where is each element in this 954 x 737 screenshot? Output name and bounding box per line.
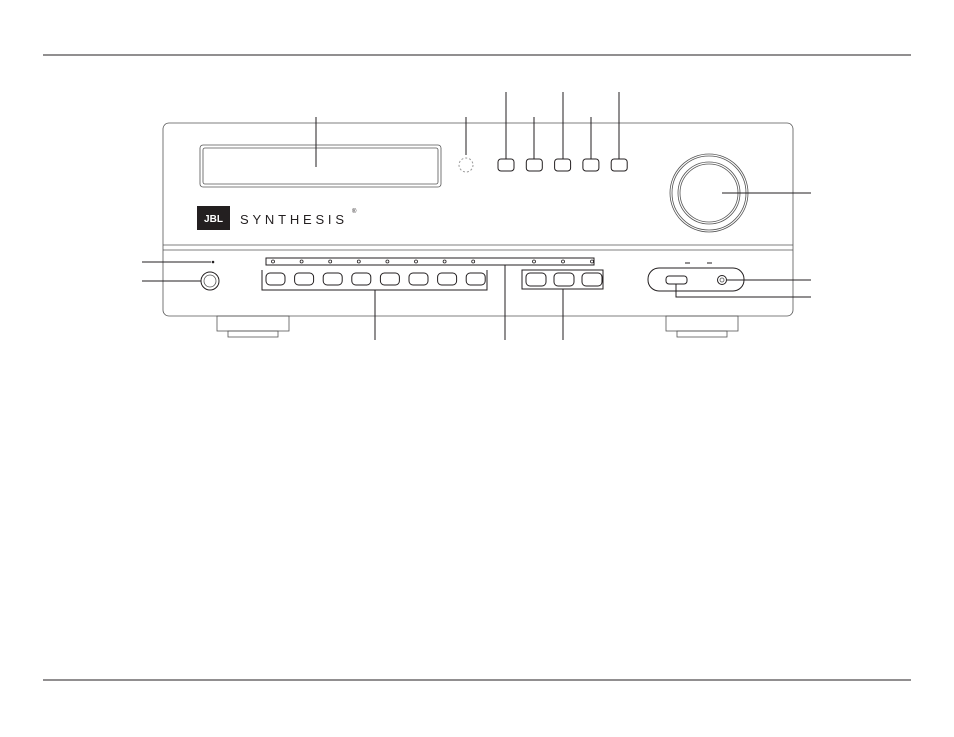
indicator-led (271, 259, 275, 264)
callout-lines (142, 92, 811, 340)
right-button[interactable] (525, 272, 547, 287)
indicator-bar (265, 257, 595, 266)
indicator-led (385, 259, 390, 264)
indicator-led (356, 259, 361, 264)
top-button[interactable] (525, 158, 543, 172)
indicator-led (328, 259, 333, 264)
top-button[interactable] (497, 158, 515, 172)
top-button[interactable] (554, 158, 572, 172)
source-button[interactable] (379, 272, 400, 286)
chassis (162, 122, 794, 317)
right-button[interactable] (581, 272, 603, 287)
source-button[interactable] (465, 272, 486, 286)
indicator-led (532, 259, 536, 264)
jbl-logo-text: JBL (204, 214, 223, 225)
right-button[interactable] (553, 272, 575, 287)
aux-input-jack[interactable] (717, 275, 727, 285)
indicator-led (590, 259, 594, 264)
indicator-leds (271, 259, 594, 264)
indicator-led (442, 259, 447, 264)
indicator-led (561, 259, 565, 264)
display (199, 144, 442, 188)
source-button[interactable] (322, 272, 343, 286)
headphone-jack[interactable] (200, 271, 220, 291)
source-button[interactable] (351, 272, 372, 286)
indicator-led (471, 259, 476, 264)
logo: JBL SYNTHESIS ® (197, 206, 357, 230)
top-button[interactable] (582, 158, 600, 172)
synthesis-wordmark: SYNTHESIS (240, 212, 344, 227)
registered-mark: ® (352, 208, 357, 215)
left-foot (216, 315, 290, 338)
power-led (211, 260, 215, 264)
top-button[interactable] (610, 158, 628, 172)
source-button[interactable] (265, 272, 286, 286)
top-button-row (497, 158, 628, 172)
source-button-row (265, 272, 486, 286)
indicator-led (299, 259, 304, 264)
indicator-led (414, 259, 418, 264)
hdmi-port[interactable] (665, 275, 688, 285)
right-foot (665, 315, 739, 338)
source-button[interactable] (294, 272, 315, 286)
source-button[interactable] (437, 272, 458, 286)
right-button-row (525, 272, 603, 287)
ir-sensor (458, 157, 474, 173)
jbl-logo-box (197, 206, 230, 230)
source-button[interactable] (408, 272, 429, 286)
front-input-panel (647, 262, 745, 292)
